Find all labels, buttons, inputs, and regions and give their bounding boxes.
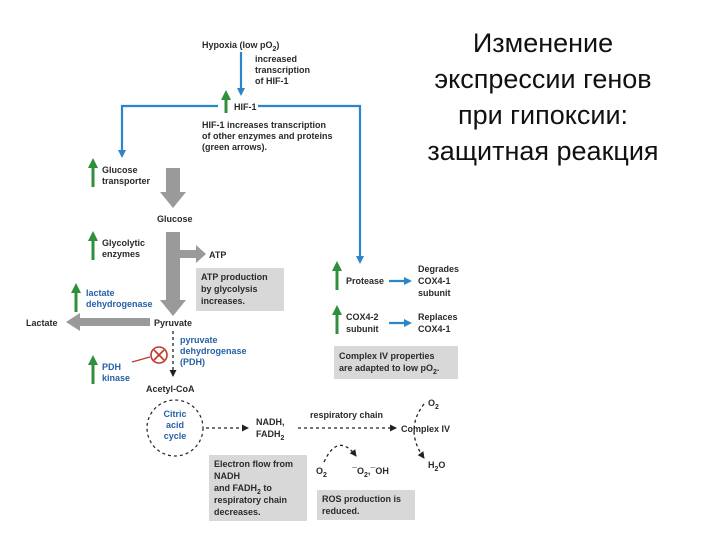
pdh-line-1: pyruvate [180,335,218,345]
slide-title-line-3: при гипоксии: [458,100,628,130]
slide-title-line-1: Изменение [473,28,613,58]
increased-transcription-line-3: of HIF-1 [255,76,289,86]
slide-title-line-4: защитная реакция [427,136,658,166]
h2o-label: H2O [428,460,445,473]
pdh-inhibition-icon [150,346,168,364]
electron-box-line-1: Electron flow from [214,459,293,469]
pdh-kinase-inhibition-line [131,356,151,363]
lactate-arrow [66,313,150,331]
hif1-label: HIF-1 [234,102,257,112]
ldh-line-2: dehydrogenase [86,299,153,309]
electron-box-line-2: NADH [214,471,240,481]
degrades-line-3: subunit [418,288,451,298]
citric-cycle-line-2: acid [166,420,184,430]
cox42-line-2: subunit [346,324,379,334]
hif1-note-line-2: of other enzymes and proteins [202,131,333,141]
increased-transcription-line-1: increased [255,54,297,64]
nadh-line-2: FADH2 [256,429,285,442]
glycolytic-enzymes-line-2: enzymes [102,249,140,259]
complex-box-line-2: are adapted to low pO2. [339,363,439,376]
nadh-line-1: NADH, [256,417,285,427]
electron-box-line-5: decreases. [214,507,261,517]
lactate-label: Lactate [26,318,58,328]
slide-title-line-2: экспрессии генов [434,64,651,94]
respiratory-chain-label: respiratory chain [310,410,383,420]
complex-box-line-1: Complex IV properties [339,351,435,361]
glucose-transporter-line-1: Glucose [102,165,138,175]
ros-production-arrow [323,444,357,463]
atp-label: ATP [209,250,226,260]
pdh-line-2: dehydrogenase [180,346,247,356]
complex-iv-label: Complex IV [401,424,450,434]
glycolysis-arrow [160,232,186,316]
pdh-kinase-line-1: PDH [102,362,121,372]
o2-top-label: O2 [428,398,439,411]
electron-box-line-3: and FADH2 to [214,483,272,496]
pdh-line-3: (PDH) [180,357,205,367]
ldh-line-1: lactate [86,288,115,298]
atp-production-box [196,268,284,311]
electron-box-line-4: respiratory chain [214,495,287,505]
atp-box-line-3: increases. [201,296,245,306]
complex-iv-properties-box [334,346,458,379]
electron-flow-box [209,455,307,521]
pyruvate-label: Pyruvate [154,318,192,328]
ros-box-line-2: reduced. [322,506,360,516]
degrades-line-2: COX4-1 [418,276,451,286]
o2-left-label: O2 [316,466,327,479]
increased-transcription-line-2: transcription [255,65,310,75]
acetyl-coa-label: Acetyl-CoA [146,384,195,394]
atp-box-line-2: by glycolysis [201,284,258,294]
protease-label: Protease [346,276,384,286]
hypoxia-label: Hypoxia (low pO2) [202,40,279,53]
cox42-line-1: COX4-2 [346,312,379,322]
glucose-entry-arrow [160,168,186,208]
pdh-kinase-line-2: kinase [102,373,130,383]
hif1-note-line-1: HIF-1 increases transcription [202,120,326,130]
hif1-note-line-3: (green arrows). [202,142,267,152]
replaces-line-1: Replaces [418,312,458,322]
glycolytic-enzymes-line-1: Glycolytic [102,238,145,248]
replaces-line-2: COX4-1 [418,324,451,334]
ros-species-label: ¯O2,¯OH [351,466,389,479]
ros-box-line-1: ROS production is [322,494,401,504]
glucose-transporter-line-2: transporter [102,176,151,186]
citric-cycle-line-3: cycle [164,431,187,441]
hif1-right-branch-arrow [258,104,364,264]
atp-box-line-1: ATP production [201,272,268,282]
citric-acid-cycle-circle [146,399,204,457]
ros-production-box [317,490,415,520]
hif1-left-branch-arrow [118,104,218,158]
degrades-line-1: Degrades [418,264,459,274]
citric-cycle-line-1: Citric [163,409,186,419]
atp-branch-arrow [180,245,206,263]
glucose-label: Glucose [157,214,193,224]
